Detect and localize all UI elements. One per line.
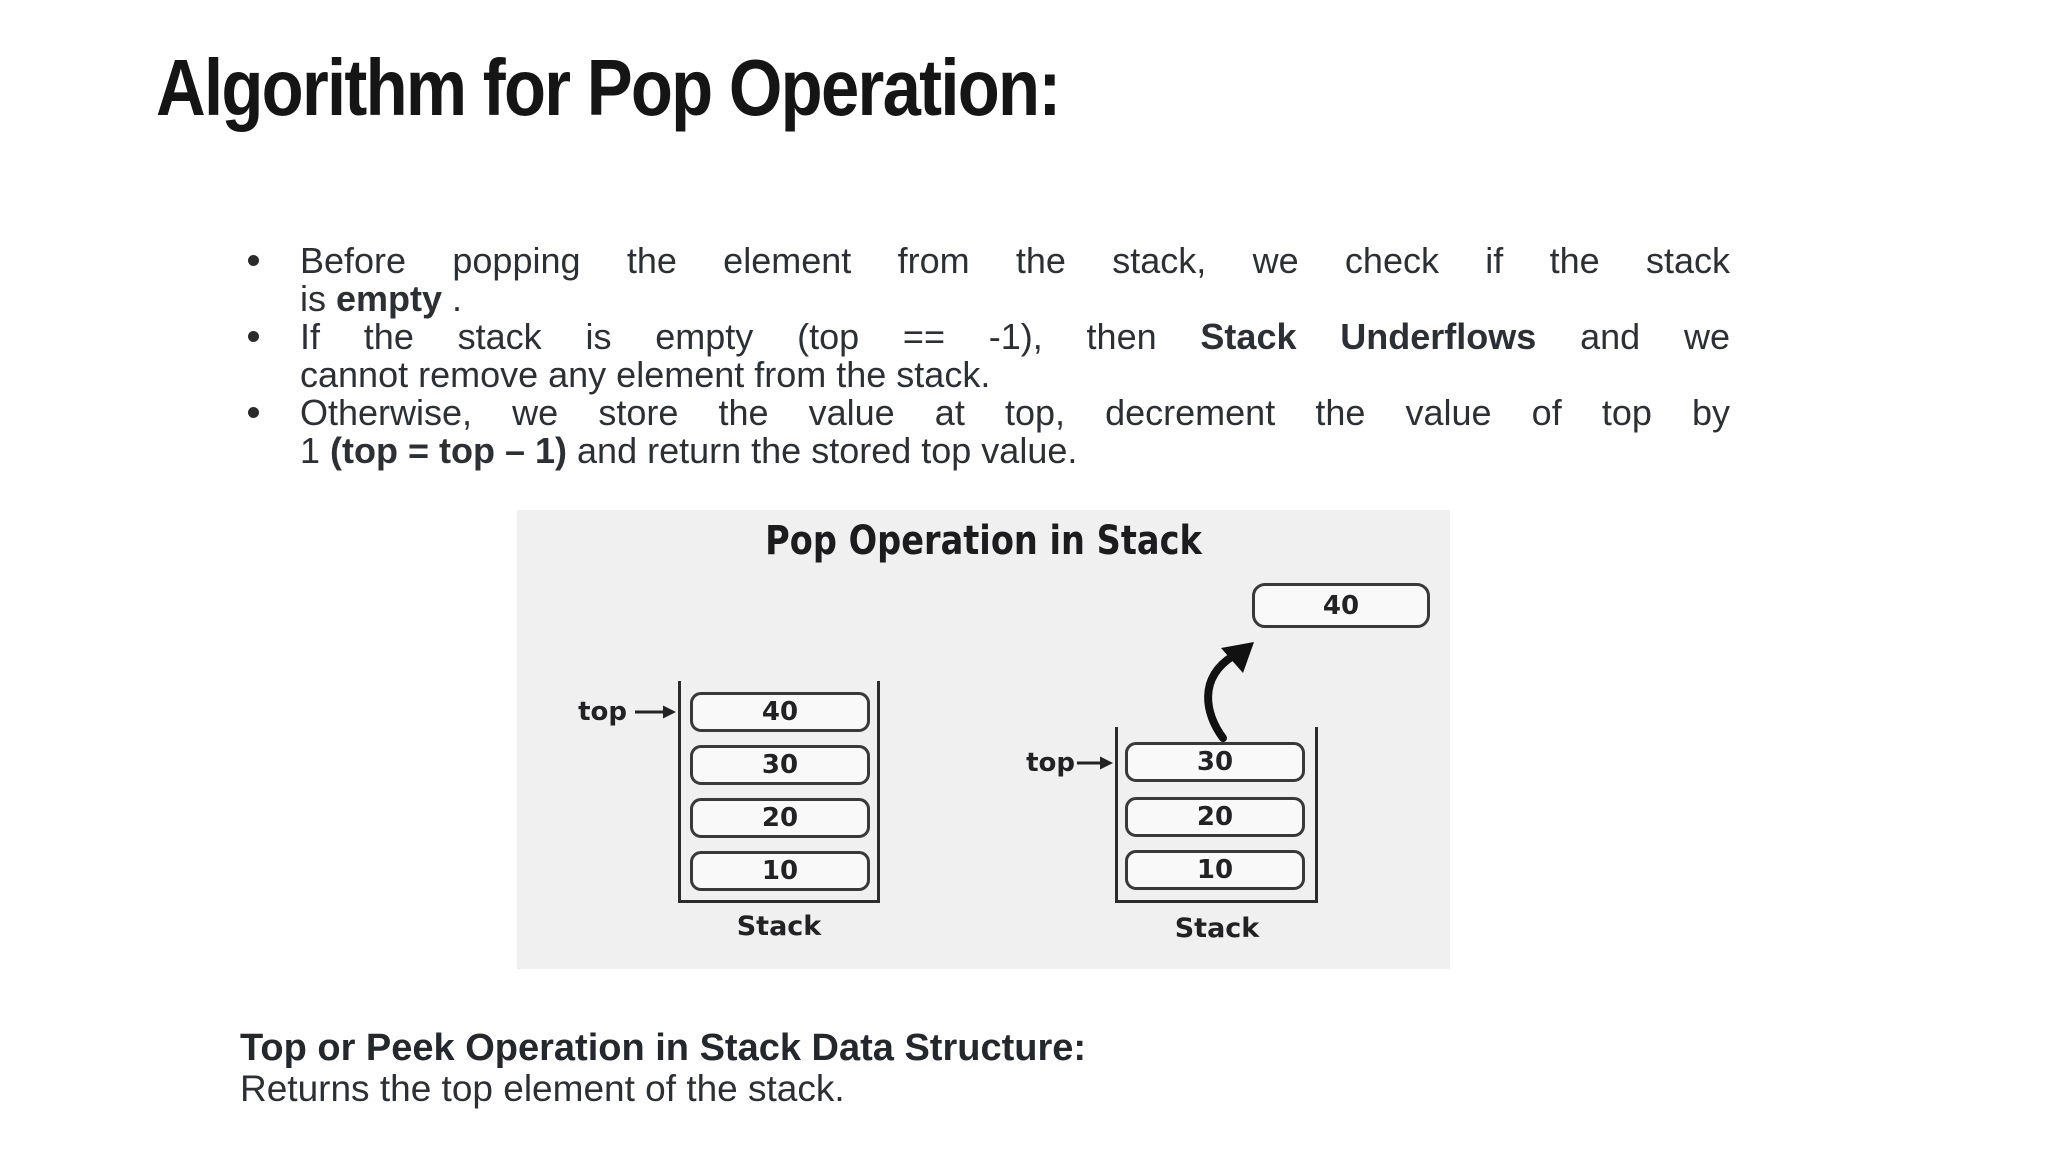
bullet-line: Before popping the element from the stac…	[300, 242, 1730, 280]
bullet-line: Otherwise, we store the value at top, de…	[300, 394, 1730, 432]
bold-text: empty	[336, 278, 443, 319]
text: is	[300, 278, 336, 319]
text: .	[442, 278, 463, 319]
stack-item: 10	[1125, 850, 1305, 890]
text: cannot remove any element from the stack…	[300, 354, 991, 395]
bold-text: (top = top – 1)	[330, 430, 568, 471]
stack-caption: Stack	[736, 911, 822, 942]
text: If the stack is empty (top == -1), then	[300, 316, 1201, 357]
top-pointer-arrow-left-icon	[635, 705, 676, 719]
text: and we	[1536, 316, 1730, 357]
stack-caption: Stack	[1174, 913, 1260, 944]
bullet-item: Otherwise, we store the value at top, de…	[245, 394, 1730, 470]
stack-item: 30	[1125, 742, 1305, 782]
pop-curved-arrow-icon	[1204, 642, 1254, 742]
popped-element-box: 40	[1252, 583, 1430, 628]
section-body-text: Returns the top element of the stack.	[240, 1068, 845, 1109]
stack-bottom	[678, 900, 880, 903]
stack-bottom	[1115, 900, 1318, 903]
stack-item: 30	[690, 745, 870, 785]
top-pointer-label: top	[1026, 748, 1075, 778]
bullet-line: cannot remove any element from the stack…	[300, 356, 1730, 394]
bold-text: Stack Underflows	[1200, 316, 1537, 357]
stack-wall-right	[877, 681, 880, 903]
pop-operation-diagram: Pop Operation in Stack 40 30 20 10 top Stac…	[517, 510, 1450, 969]
text: Before popping the element from the stac…	[300, 240, 1730, 281]
text: and return the stored top value.	[567, 430, 1078, 471]
stack-item: 10	[690, 851, 870, 891]
diagram-title: Pop Operation in Stack	[765, 518, 1202, 564]
top-pointer-label: top	[578, 697, 627, 727]
page-title: Algorithm for Pop Operation:	[156, 43, 1061, 132]
bullet-line: 1 (top = top – 1) and return the stored …	[300, 432, 1730, 470]
bullet-line: is empty .	[300, 280, 1730, 318]
stack-wall-left	[678, 681, 681, 903]
pop-algorithm-bullets: Before popping the element from the stac…	[245, 242, 1730, 470]
bullet-item: If the stack is empty (top == -1), then …	[245, 318, 1730, 394]
stack-wall-left	[1115, 727, 1118, 903]
text: Otherwise, we store the value at top, de…	[300, 392, 1730, 433]
bullet-line: If the stack is empty (top == -1), then …	[300, 318, 1730, 356]
bullet-item: Before popping the element from the stac…	[245, 242, 1730, 318]
stack-item: 40	[690, 692, 870, 732]
stack-item: 20	[1125, 797, 1305, 837]
section-heading: Top or Peek Operation in Stack Data Stru…	[240, 1027, 1087, 1069]
stack-item: 20	[690, 798, 870, 838]
arrow-layer	[635, 642, 1254, 770]
stack-wall-right	[1315, 727, 1318, 903]
text: 1	[300, 430, 331, 471]
top-pointer-arrow-right-icon	[1077, 756, 1113, 770]
